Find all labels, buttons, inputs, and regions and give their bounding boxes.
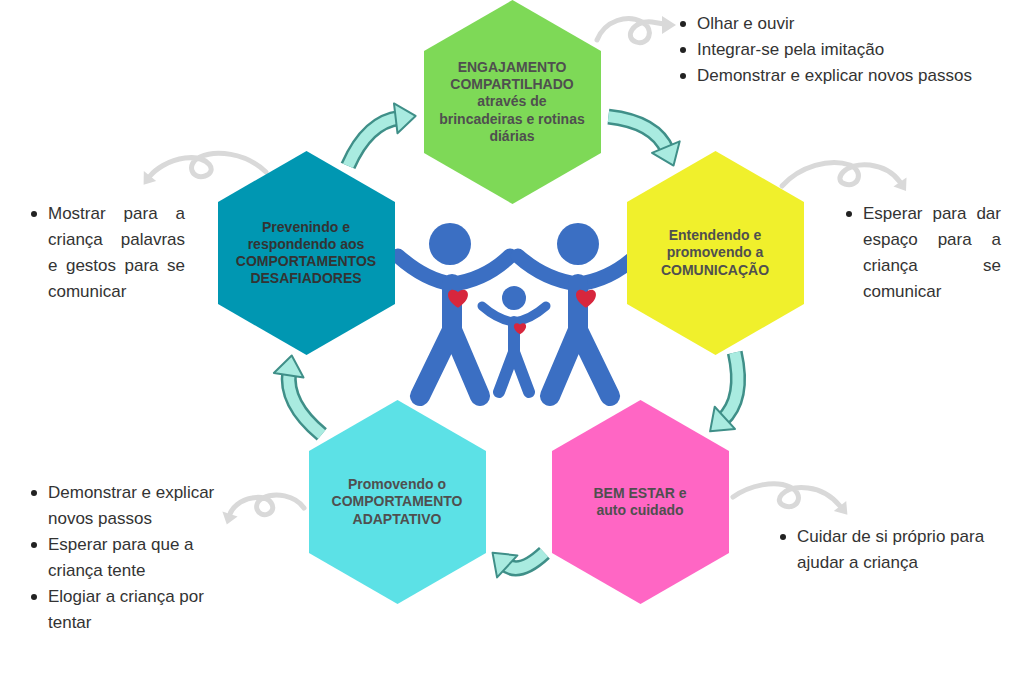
swirl-arrowhead (222, 511, 237, 524)
bullet-text: Elogiar a criança por tentar (48, 584, 238, 636)
bullet-text: Demonstrar e explicar novos passos (697, 63, 1017, 89)
swirl-arrow (733, 484, 840, 507)
bullet-dot (780, 534, 786, 540)
bullet-dot (31, 594, 37, 600)
arrow-body (348, 118, 400, 166)
swirl-arrowhead (662, 16, 676, 34)
arrowhead (274, 356, 304, 378)
hexagon-label: Prevenindo e respondendo aos COMPORTAMEN… (231, 219, 381, 287)
hexagon-box: Promovendo o COMPORTAMENTO ADAPTATIVO (309, 400, 486, 604)
hexagon-label: Entendendo e promovendo a COMUNICAÇÃO (645, 227, 785, 278)
hexagon-fill (218, 151, 395, 355)
hexagon-box: ENGAJAMENTO COMPARTILHADO através de bri… (424, 0, 601, 204)
bullet-dot (680, 21, 686, 27)
hexagon-label: BEM ESTAR e auto cuidado (585, 485, 695, 519)
arrow-body (608, 117, 667, 151)
swirl-arrow (150, 153, 266, 176)
arrow-body (722, 353, 738, 421)
cycle-arrow (710, 353, 738, 432)
adult-head (557, 223, 599, 265)
hexagon-box: Entendendo e promovendo a COMUNICAÇÃO (627, 151, 804, 355)
hexagon-fill (552, 400, 729, 604)
hexagon-label: Promovendo o COMPORTAMENTO ADAPTATIVO (322, 476, 472, 527)
adult-body (420, 284, 480, 396)
hexagon-box: BEM ESTAR e auto cuidado (552, 400, 729, 604)
arrow-body (289, 371, 322, 434)
arrowhead (493, 553, 518, 578)
adult-body (550, 284, 610, 396)
arrow-outline (348, 118, 400, 166)
arrow-outline (608, 117, 667, 151)
swirl-arrow (597, 19, 664, 43)
arrowhead (710, 407, 735, 432)
bullet-text: Mostrar para a criança palavras e gestos… (48, 201, 185, 305)
arrowhead (652, 141, 680, 165)
bullet-text: Cuidar de si próprio para ajudar a crian… (797, 524, 1017, 576)
arrow-outline (289, 371, 322, 434)
heart (576, 290, 596, 308)
hexagon-label: ENGAJAMENTO COMPARTILHADO através de bri… (437, 59, 587, 144)
cycle-arrow (608, 117, 679, 166)
swirl-arrow (782, 163, 900, 186)
bullet-text: Olhar e ouvir (697, 11, 1017, 37)
hexagon-fill (309, 400, 486, 604)
heart (514, 323, 526, 334)
bullet-text: Demonstrar e explicar novos passos (48, 480, 238, 532)
cycle-arrow (274, 356, 322, 435)
swirl-arrowhead (894, 177, 907, 191)
heart (448, 290, 468, 308)
bullet-text: Integrar-se pela imitação (697, 37, 1017, 63)
bullet-dot (31, 542, 37, 548)
hexagon-fill (627, 151, 804, 355)
cycle-arrow (348, 103, 416, 165)
swirl-arrowhead (144, 171, 157, 185)
family-figure (398, 223, 636, 396)
bullet-dot (680, 47, 686, 53)
hexagon-box: Prevenindo e respondendo aos COMPORTAMEN… (218, 151, 395, 355)
adult-head (429, 223, 471, 265)
arrowhead (394, 103, 416, 133)
swirl-arrowhead (834, 501, 848, 515)
arrow-outline (722, 353, 738, 421)
bullet-dot (680, 73, 686, 79)
swirl-arrow (230, 495, 304, 515)
child-head (502, 286, 526, 310)
bullet-text: Esperar para que a criança tente (48, 532, 238, 584)
child-body (499, 322, 529, 392)
bullet-dot (31, 211, 37, 217)
hexagon-fill (424, 0, 601, 204)
cycle-arrow (493, 553, 545, 578)
bullet-dot (846, 211, 852, 217)
bullet-text: Esperar para dar espaço para a criança s… (863, 201, 1001, 305)
bullet-dot (31, 490, 37, 496)
